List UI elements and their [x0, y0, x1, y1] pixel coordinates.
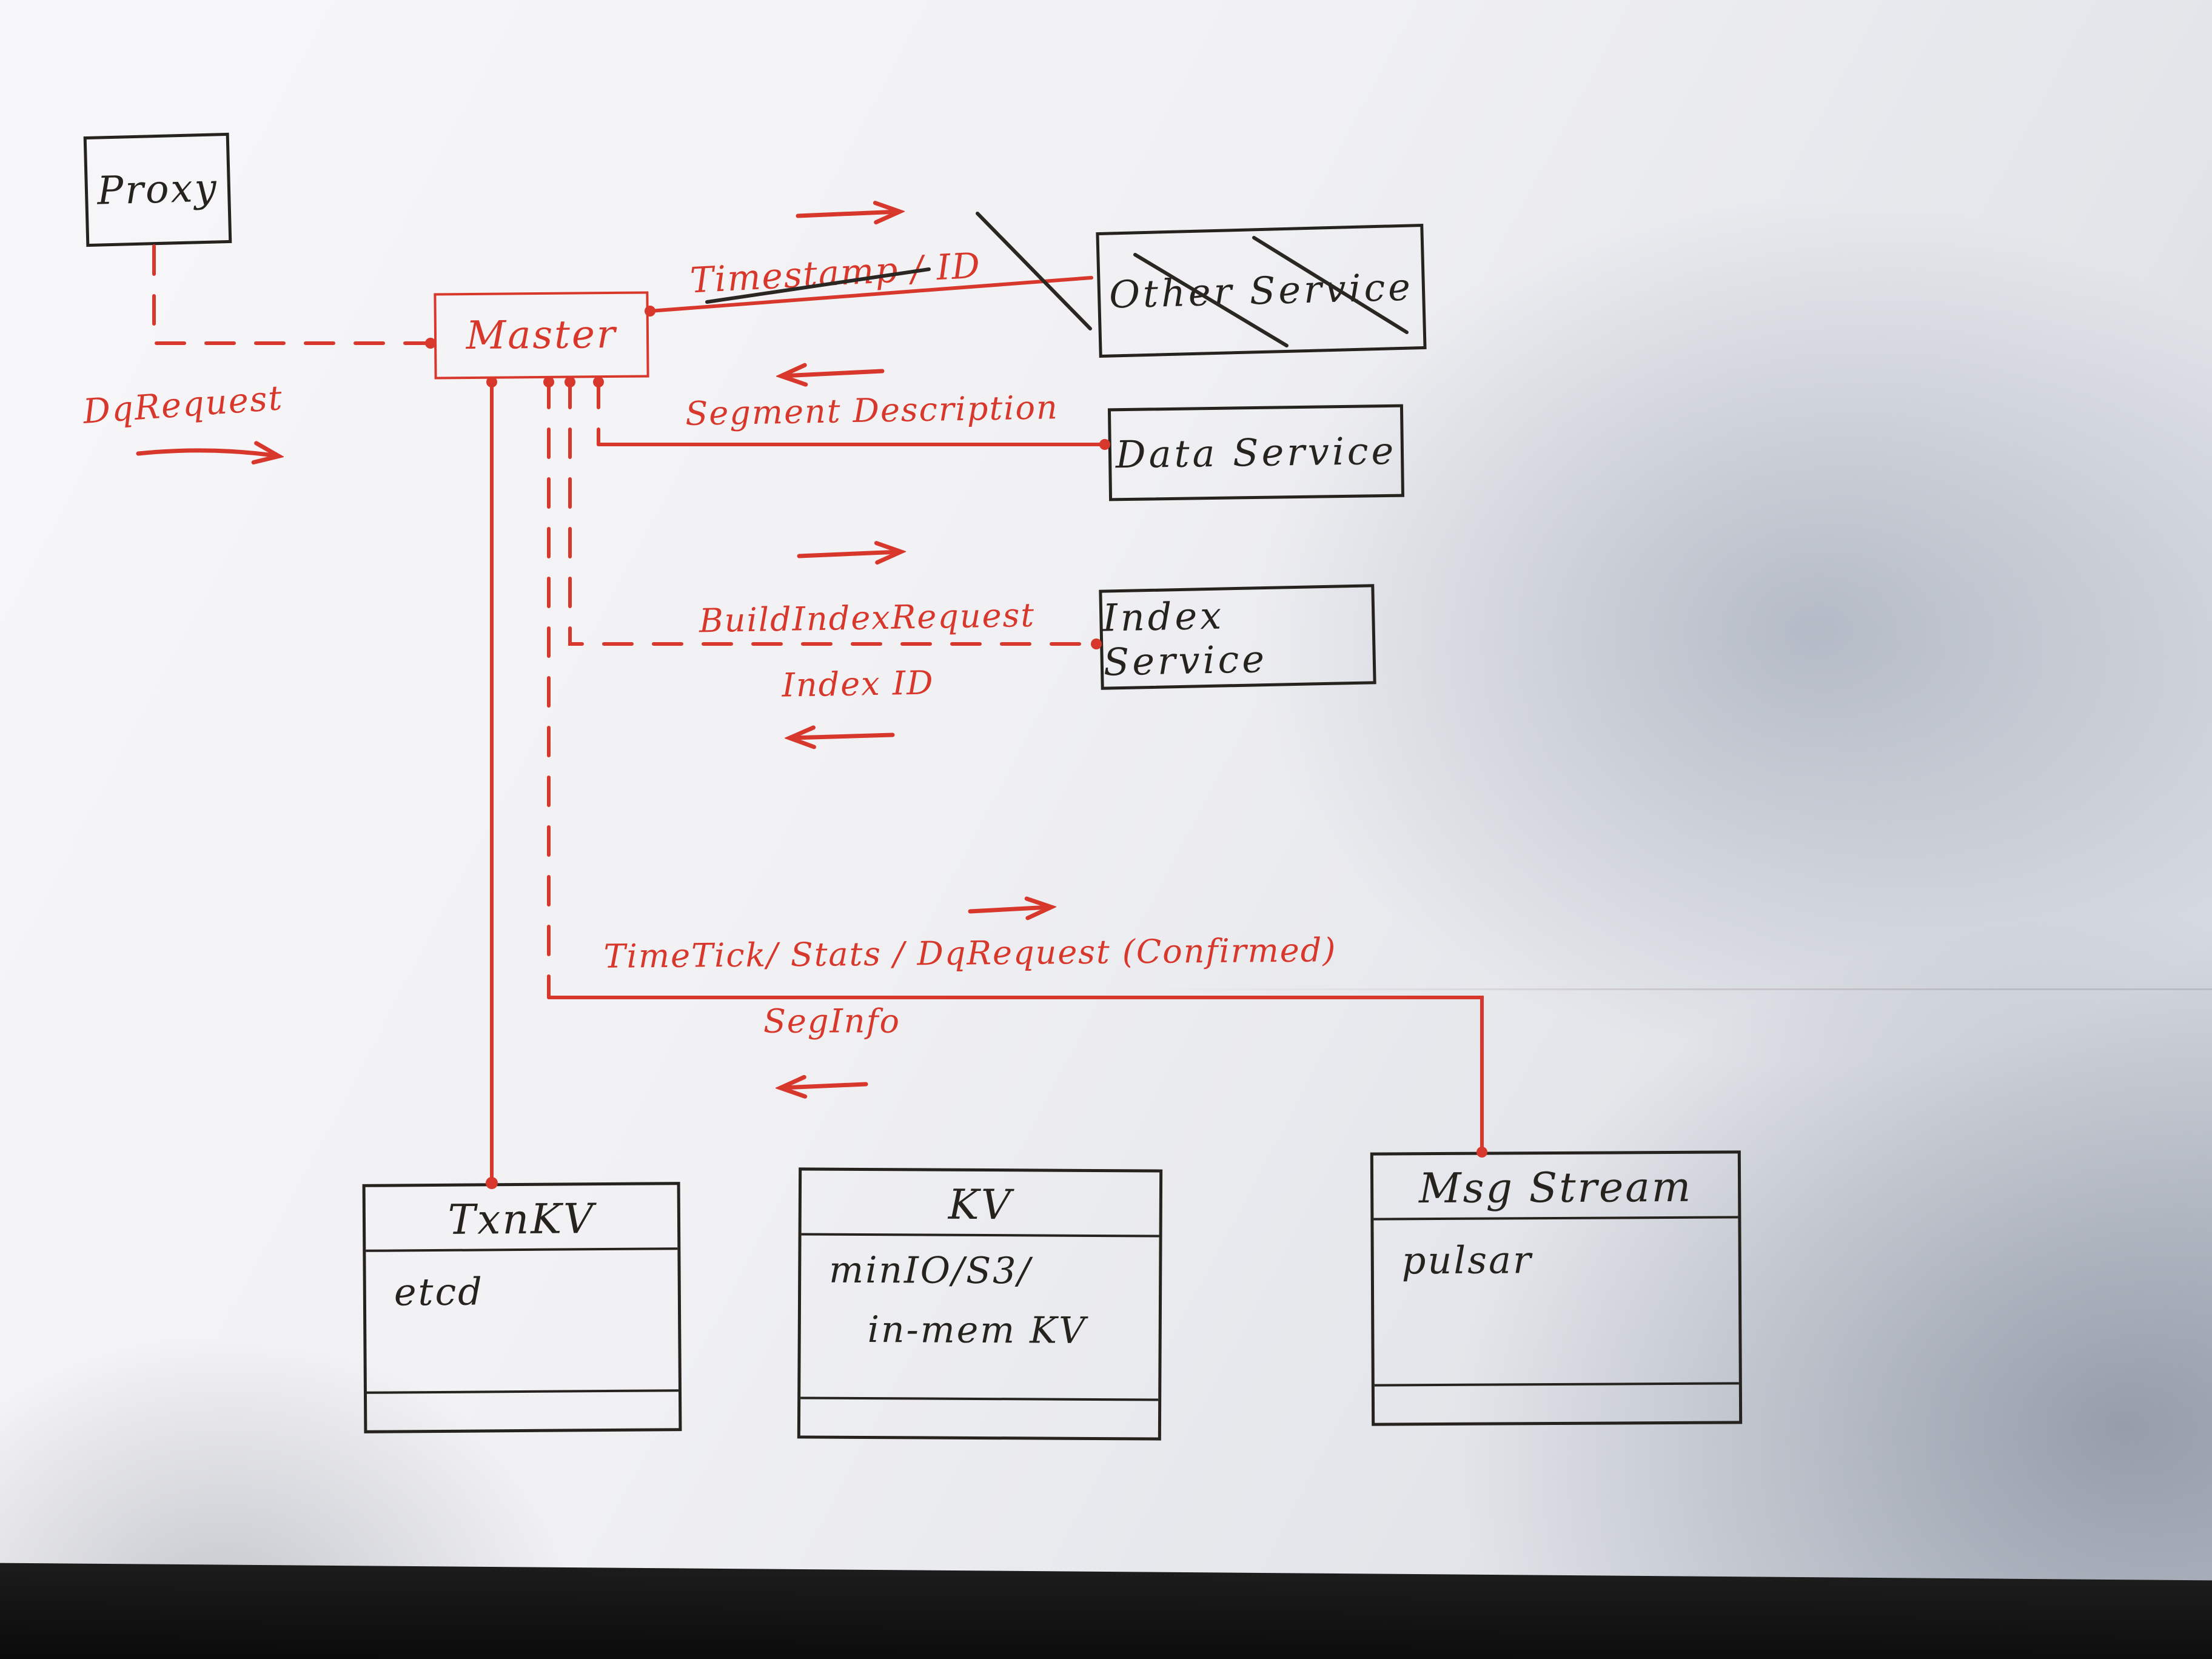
- strikethrough-strokes: [705, 212, 1409, 347]
- arrow-right-icon: [797, 552, 900, 556]
- master-txnkv-connector: [486, 378, 498, 1189]
- arrow-right-icon: [136, 451, 278, 456]
- paper-crease: [1140, 988, 2212, 990]
- master-msgstream-connector: [547, 378, 1487, 1158]
- arrow-left-icon: [782, 371, 885, 376]
- arrow-left-icon: [791, 735, 895, 738]
- arrow-right-icon: [796, 212, 899, 216]
- master-data-connector: [597, 378, 1110, 450]
- master-index-connector: [568, 378, 1102, 649]
- arrow-right-icon: [968, 907, 1050, 911]
- arrow-left-icon: [782, 1084, 868, 1088]
- seg-info-label: SegInfo: [763, 1002, 901, 1041]
- connector-dots: [486, 377, 604, 387]
- proxy-master-connector: [152, 244, 436, 349]
- master-other-connector: [645, 276, 1093, 317]
